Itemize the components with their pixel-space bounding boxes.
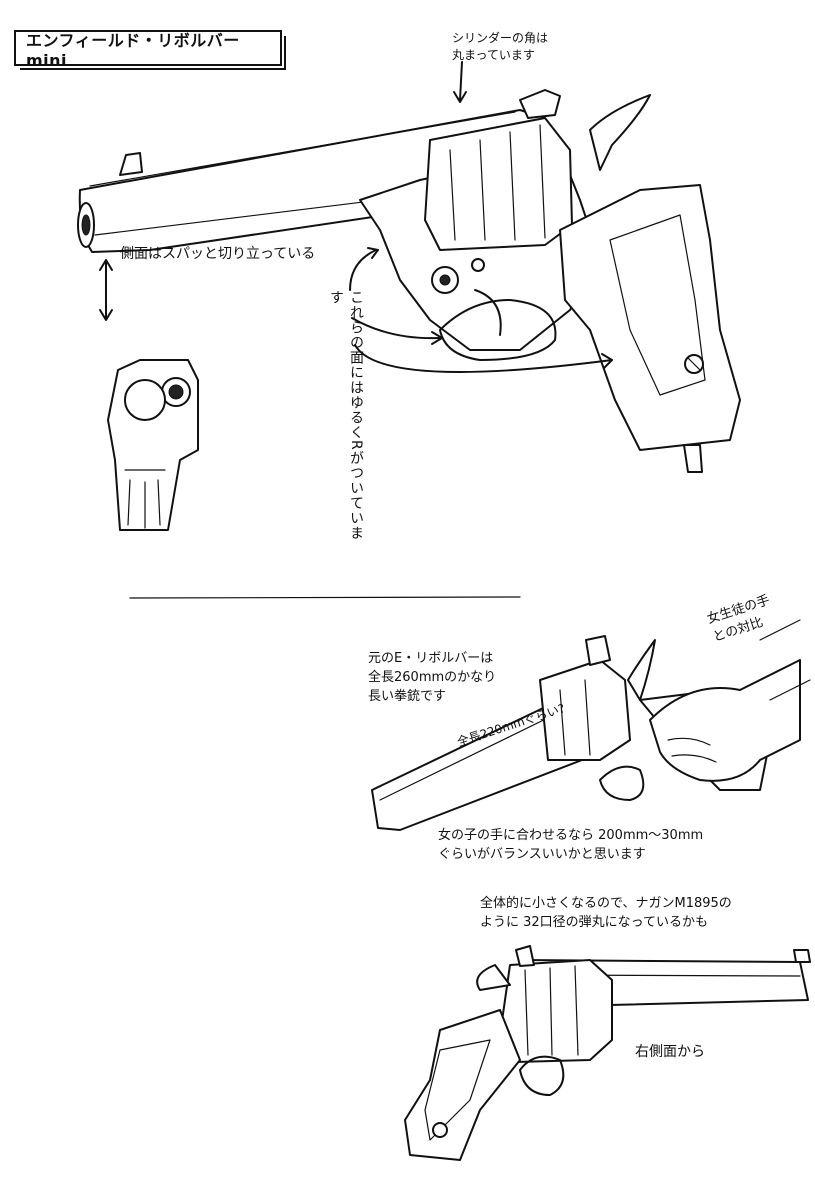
- annotation-arrows: [99, 61, 613, 373]
- hand-revolver-drawing: [371, 619, 811, 831]
- side-note: 側面はスパッと切り立っている: [120, 246, 316, 262]
- balance-note: 女の子の手に合わせるなら 200mm〜30mm ぐらいがバランスいいかと思います: [438, 828, 704, 862]
- main-revolver-drawing: [77, 89, 741, 473]
- caliber-note: 全体的に小さくなるので、ナガンM1895の ように 32口径の弾丸になっているか…: [480, 896, 732, 930]
- curve-note: これらの面にはゆるくRがついています: [328, 290, 364, 541]
- section-divider: [129, 596, 521, 599]
- right-side-revolver-drawing: [404, 945, 811, 1161]
- original-length-note: 元のE・リボルバーは 全長260mmのかなり 長い拳銃です: [368, 651, 497, 704]
- right-side-note: 右側面から: [635, 1044, 705, 1060]
- cylinder-note: シリンダーの角は 丸まっています: [452, 31, 549, 63]
- front-view-revolver-drawing: [107, 359, 199, 531]
